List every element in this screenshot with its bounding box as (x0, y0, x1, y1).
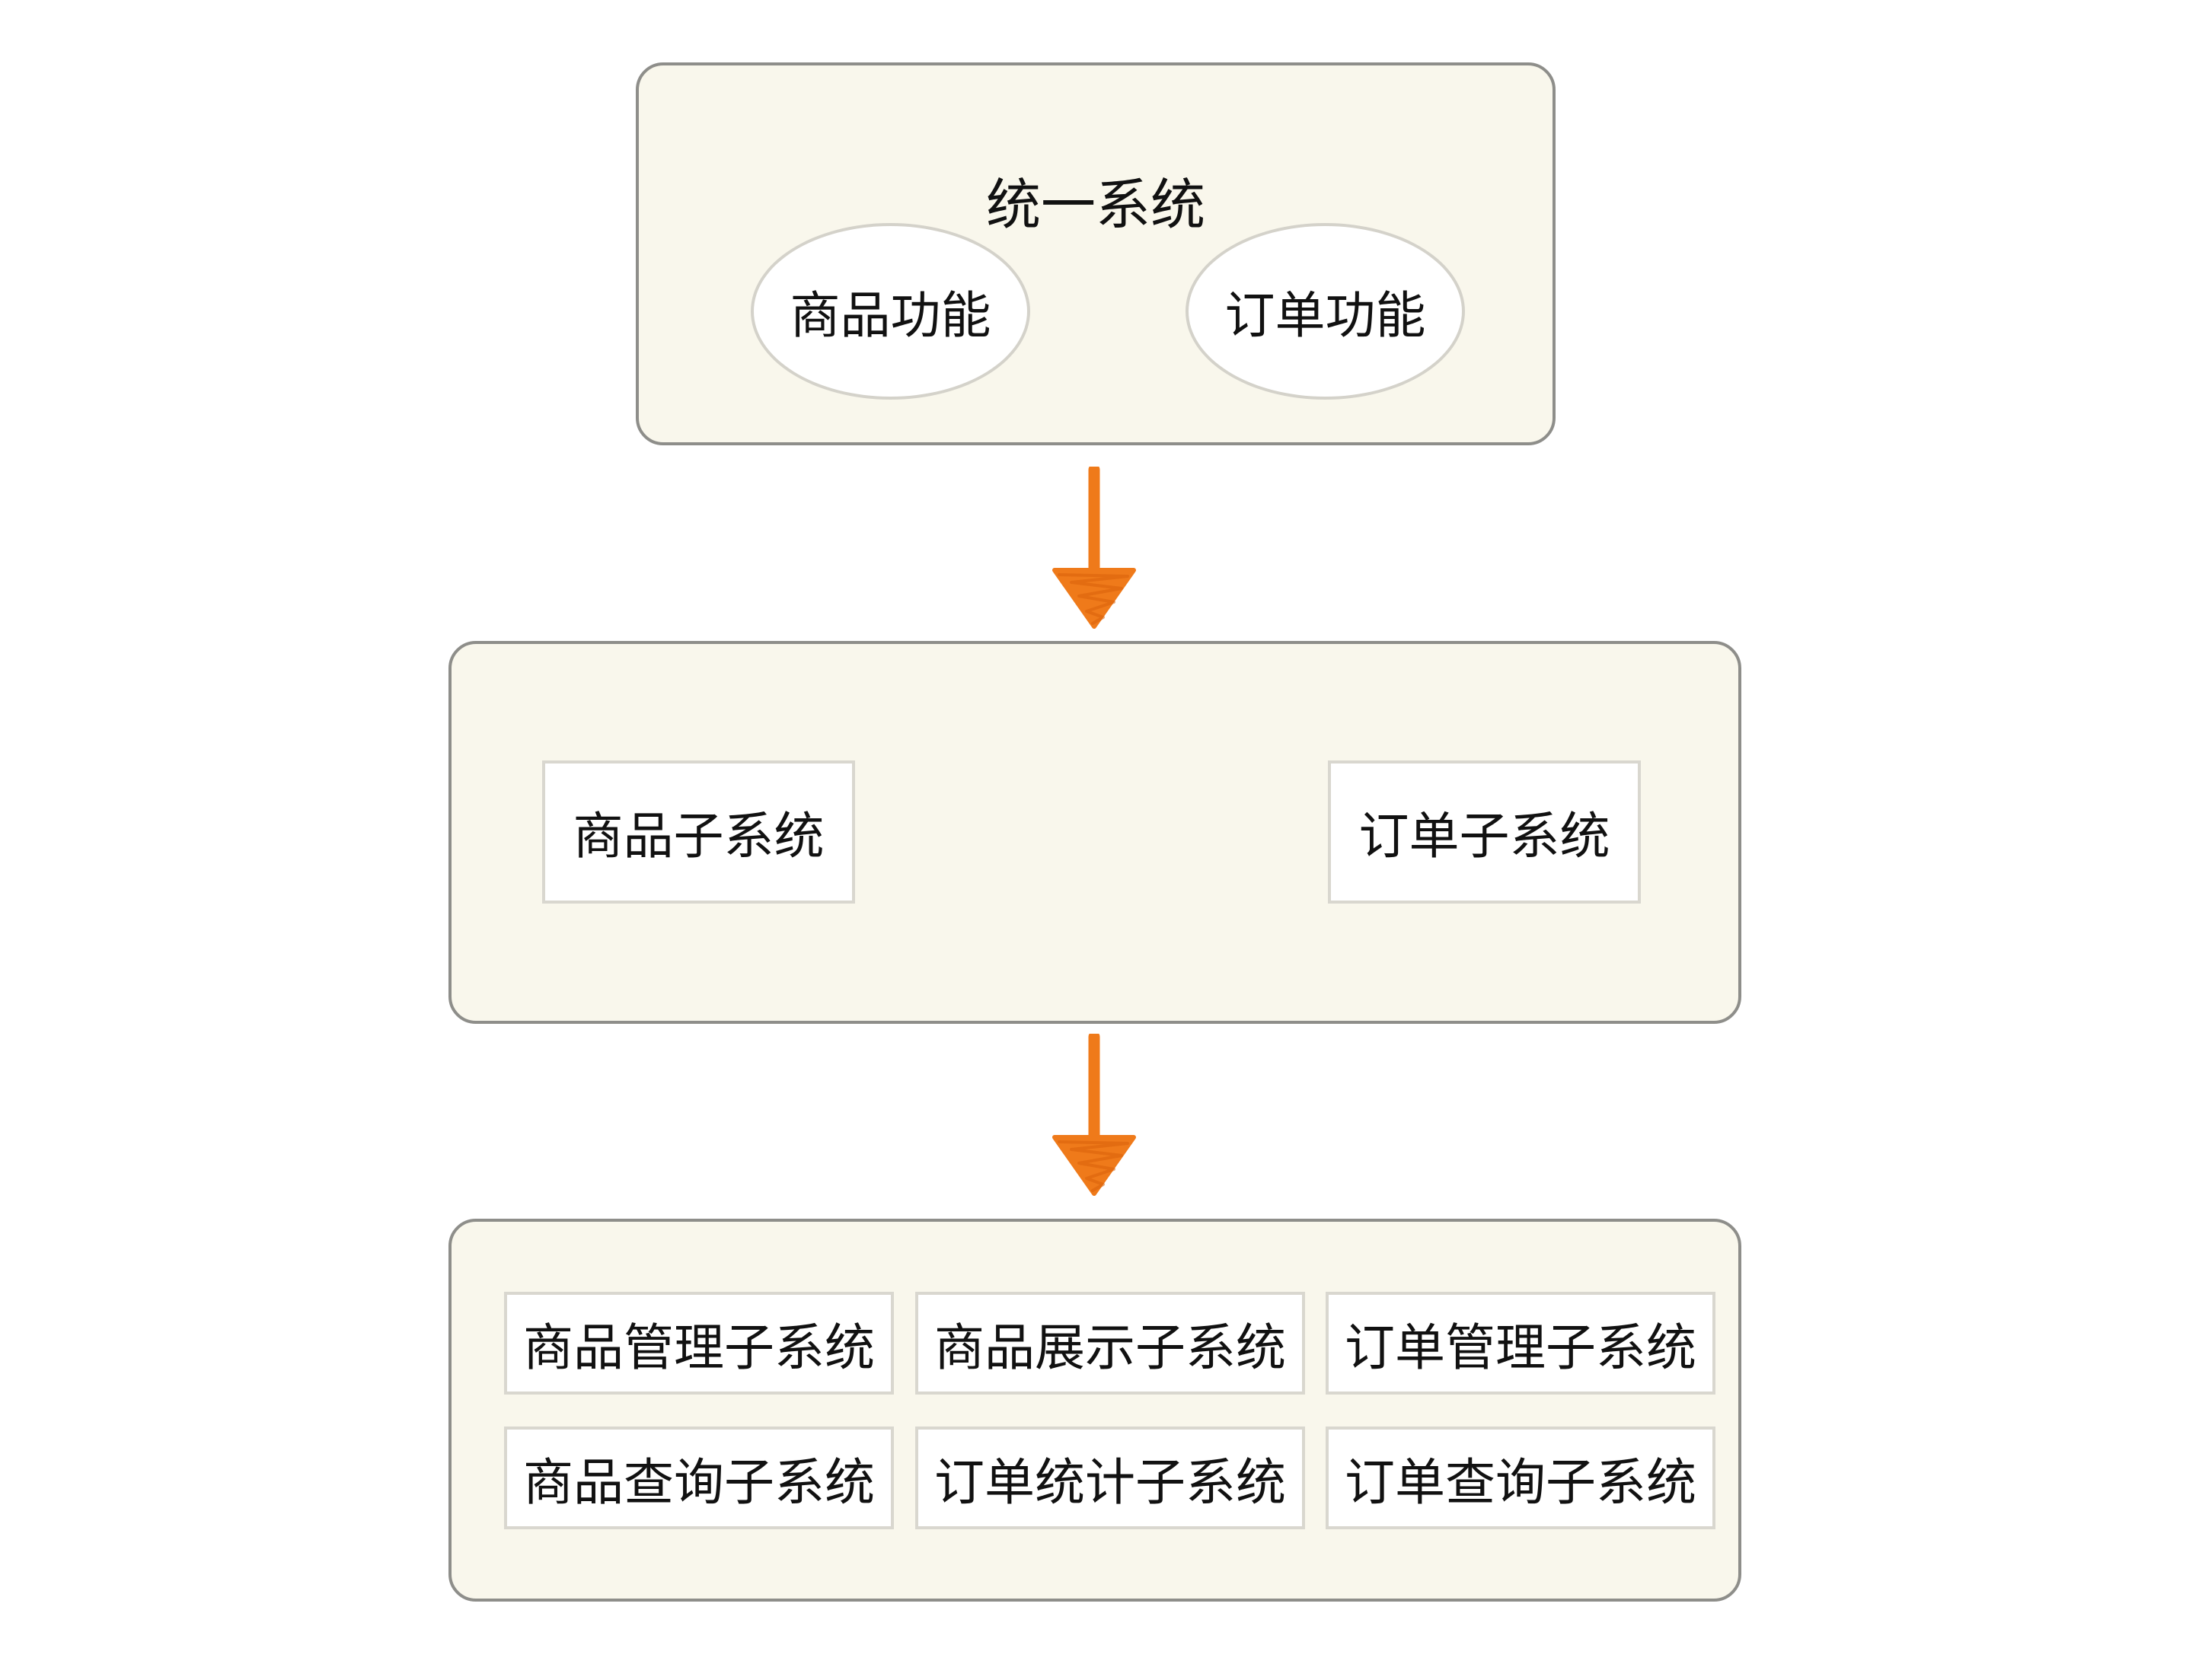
product-feature-ellipse: 商品功能 (751, 223, 1030, 400)
fine-grained-subsystem-panel (448, 1219, 1741, 1602)
order-statistics-subsystem-box: 订单统计子系统 (915, 1427, 1305, 1529)
order-subsystem-box: 订单子系统 (1328, 760, 1641, 904)
product-management-subsystem-box: 商品管理子系统 (504, 1292, 894, 1395)
order-management-subsystem-box: 订单管理子系统 (1326, 1292, 1715, 1395)
arrow-down-icon (1052, 467, 1136, 629)
product-subsystem-box: 商品子系统 (542, 760, 855, 904)
order-query-subsystem-box: 订单查询子系统 (1326, 1427, 1715, 1529)
unified-system-title: 统一系统 (985, 173, 1205, 237)
product-display-subsystem-box: 商品展示子系统 (915, 1292, 1305, 1395)
product-query-subsystem-box: 商品查询子系统 (504, 1427, 894, 1529)
order-feature-ellipse: 订单功能 (1186, 223, 1465, 400)
arrow-down-icon (1052, 1034, 1136, 1196)
